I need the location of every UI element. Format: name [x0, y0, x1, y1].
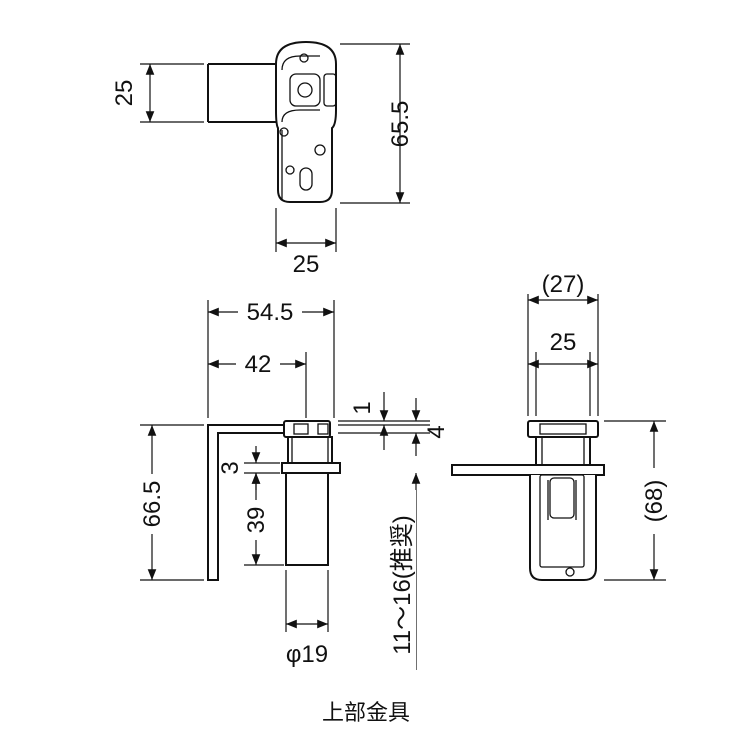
front-view-overall-height-label: 66.5 [139, 481, 166, 528]
top-view-bar [207, 63, 282, 123]
side-view-overall-width-label: (27) [542, 271, 585, 298]
front-view-gap-label: 3 [217, 461, 244, 474]
side-view-overall-height-label: (68) [641, 480, 668, 523]
front-view-cylinder [285, 472, 329, 566]
top-view-height-right-label: 65.5 [387, 101, 414, 148]
side-view: (27) 25 (68) [451, 270, 668, 581]
front-view-body-length-label: 39 [243, 507, 270, 534]
top-view-plate [275, 40, 337, 203]
top-view: 25 65.5 25 [111, 40, 414, 278]
drawing-caption: 上部金具 [322, 701, 410, 726]
front-view-thickness-label: 11～16(推奨) [389, 515, 416, 655]
front-view-dim-4-label: 4 [423, 425, 450, 438]
front-view-inner-width-label: 42 [245, 351, 272, 378]
top-view-height-left-label: 25 [111, 80, 138, 107]
top-view-screw-hole [314, 144, 326, 156]
front-view-dim-1-label: 1 [349, 401, 376, 414]
side-view-body [529, 475, 597, 581]
front-view: 54.5 42 66.5 3 39 φ19 1 [138, 298, 450, 670]
top-view-slot [299, 167, 313, 191]
side-view-inner-width-label: 25 [550, 329, 577, 356]
front-view-flange [281, 462, 341, 474]
side-view-plate [451, 464, 605, 476]
front-view-overall-width-label: 54.5 [247, 299, 294, 326]
top-view-width-label: 25 [293, 251, 320, 278]
top-view-hole [297, 82, 313, 98]
front-view-diameter-label: φ19 [286, 641, 328, 668]
